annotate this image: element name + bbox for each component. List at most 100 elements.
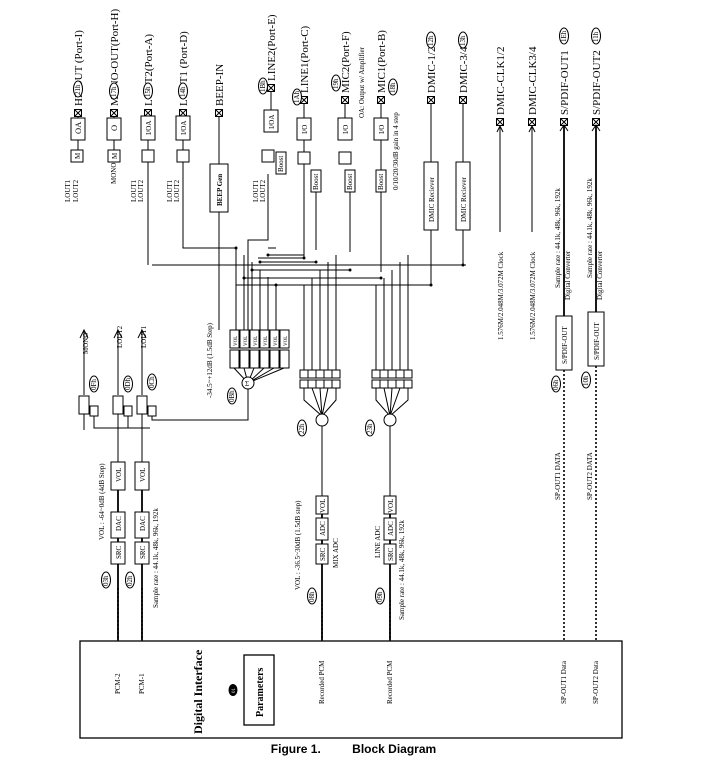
dac1-dac: DAC xyxy=(139,516,147,531)
mono-o: O xyxy=(109,125,119,131)
nid-adc2: 09h xyxy=(376,591,384,602)
adc-mixers: 22h 23h xyxy=(297,369,413,437)
pin-dmic34: DMIC-3/4 xyxy=(458,46,470,93)
nid-adc-mix1: 22h xyxy=(298,423,306,434)
mix-vol-6: VOL xyxy=(284,336,289,346)
mix-gain-note: -34.5~+12dB (1.5dB Step) xyxy=(206,322,214,398)
nid-spdif1: 1Eh xyxy=(560,30,568,42)
dac1-src: SRC xyxy=(139,545,147,559)
dac1-vol: VOL xyxy=(139,468,147,482)
pin-spdif1: S/PDIF-OUT1 xyxy=(559,50,571,115)
adc-rate-note: Sample rate : 44.1k, 48k, 96k, 192k xyxy=(398,520,406,620)
pin-line1: LINE1(Port-C) xyxy=(299,25,311,93)
mic2-amp-note: OA: Output w/ Amplifier xyxy=(358,46,366,118)
dac-chains: VOL DAC SRC VOL DAC SRC VOL : -64~0dB (4… xyxy=(98,461,160,640)
nid-spdif-out1: 06h xyxy=(552,379,560,390)
mix-vol-4: VOL xyxy=(264,336,269,346)
adc-chain-2: VOL ADC SRC LINE ADC Sample rate : 44.1k… xyxy=(374,426,406,640)
nid-mono: 17h xyxy=(110,86,118,97)
dac-rate-note: Sample rate : 44.1k, 48k, 96k, 192k xyxy=(152,508,160,608)
mix-vol-5: VOL xyxy=(274,336,279,346)
line1-io: I/O xyxy=(301,125,309,134)
sp1-data-top: SP-OUT1 DATA xyxy=(554,452,562,500)
mic2-io: I/O xyxy=(342,125,350,134)
line2-in-lout1: LOUT1 xyxy=(252,179,260,202)
hp-in-lout1: LOUT1 xyxy=(64,179,72,202)
adc2-adc: ADC xyxy=(387,521,395,536)
nid-dmic34: 13h xyxy=(459,35,467,46)
line1-boost: Boost xyxy=(312,174,320,190)
dac2-vol: VOL xyxy=(115,468,123,482)
dac-vol-note: VOL : -64~0dB (4dB Step) xyxy=(98,463,106,540)
lout1-in-lout2: LOUT2 xyxy=(173,179,181,202)
mic1-gain-note: 0/10/20/30dB gain in 4 step xyxy=(392,112,400,190)
pin-dmic12: DMIC-1/2 xyxy=(426,47,438,93)
nid-spdif-out2: 10h xyxy=(582,375,590,386)
adc1-vol: VOL xyxy=(319,499,327,513)
adc1-src: SRC xyxy=(319,547,327,561)
pin-mic2: MIC2(Port-F) xyxy=(340,31,352,93)
dac2-src: SRC xyxy=(115,545,123,559)
lout2-io: I/OA xyxy=(145,121,153,135)
spdif1-rate-note: Sample rate : 44.1k, 48k, 96k, 192k xyxy=(554,188,562,288)
nid-mix-out: 0Bh xyxy=(228,390,236,402)
dmic-clk34-note: 1.576M/2.048M/3.072M Clock xyxy=(529,251,537,340)
dest-mono: MONO xyxy=(82,333,90,354)
figure-number: Figure 1. xyxy=(270,742,321,756)
mix-vol-2: VOL xyxy=(244,336,249,346)
lout2-in-lout2: LOUT2 xyxy=(137,179,145,202)
mixer-sigma: Σ xyxy=(245,380,249,388)
bus-lines xyxy=(147,140,466,370)
rec-pcm2-label: Recorded PCM xyxy=(386,660,394,704)
mono-mux: M xyxy=(111,152,119,159)
line2-boost: Boost xyxy=(277,156,285,172)
dest-lout2: LOUT2 xyxy=(116,325,124,348)
lout1-io: I/OA xyxy=(180,121,188,135)
dmic12-receiver: DMIC Reciever xyxy=(428,176,436,222)
spdif2-conv-note: Digital Converter xyxy=(596,250,604,300)
dmic34-receiver: DMIC Reciever xyxy=(460,176,468,222)
nid-spdif2: 11h xyxy=(592,31,600,42)
nid-afg: 01 xyxy=(232,688,237,694)
adc2-src: SRC xyxy=(387,547,395,561)
hp-oa: OA xyxy=(73,121,83,134)
nid-line2: 1Bh xyxy=(259,80,267,92)
nid-hp: 21h xyxy=(74,84,82,95)
sp2-data-top: SP-OUT2 DATA xyxy=(586,452,594,500)
pin-mono-out: MONO-OUT(Port-H) xyxy=(109,9,121,106)
line2-in-lout2: LOUT2 xyxy=(259,179,267,202)
nid-sel-mono: 0Fh xyxy=(90,379,98,390)
lout1-in-lout1: LOUT1 xyxy=(166,179,174,202)
analog-mixer: VOL VOL VOL VOL VOL VOL Σ -34.5~+12dB (1… xyxy=(206,322,290,405)
nid-adc1: 08h xyxy=(308,591,316,602)
dmic-clk12-note: 1.576M/2.048M/3.072M Clock xyxy=(497,251,505,340)
rec-pcm-label: Recorded PCM xyxy=(318,660,326,704)
mux-input-labels: LOUT1 LOUT2 MONO LOUT1 LOUT2 LOUT1 LOUT2… xyxy=(64,163,267,202)
nid-dmic12: 12h xyxy=(427,35,435,46)
adc1-adc: ADC xyxy=(319,521,327,536)
sp1-data-label: SP-OUT1 Data xyxy=(560,660,568,704)
pcm1-label: PCM-1 xyxy=(138,673,146,694)
nid-mic1: 18h xyxy=(389,82,397,93)
pin-dmic-clk34: DMIC-CLK3/4 xyxy=(527,46,539,115)
nid-lout2: 15h xyxy=(144,86,152,97)
spdif-out1-label: S/PDIF-OUT xyxy=(561,326,569,364)
mix-adc-note: MIX ADC xyxy=(332,538,340,568)
nid-lout1: 14h xyxy=(179,86,187,97)
spdif-out2-label: S/PDIF-OUT xyxy=(593,322,601,360)
digital-interface-title: Digital Interface xyxy=(191,649,205,734)
mono-in-mono: MONO xyxy=(110,163,118,184)
pin-beep-in: BEEP-IN xyxy=(214,64,226,106)
line2-io: I/OA xyxy=(268,115,276,129)
output-amp-blocks: OA M O M I/OA I/OA BEEP Gen I/OA Boost I… xyxy=(70,91,471,231)
mic2-boost: Boost xyxy=(346,174,354,190)
adc2-vol: VOL xyxy=(387,499,395,513)
pin-line2: LINE2(Port-E) xyxy=(266,14,278,81)
nid-line1: 1Ah xyxy=(293,90,301,103)
dest-lout1: LOUT1 xyxy=(140,325,148,348)
mic1-io: I/O xyxy=(378,125,386,134)
spdif2-rate-note: Sample rate : 44.1k, 48k, 96k, 192k xyxy=(586,178,594,278)
lout2-in-lout1: LOUT1 xyxy=(130,179,138,202)
dac2-dac: DAC xyxy=(115,516,123,531)
